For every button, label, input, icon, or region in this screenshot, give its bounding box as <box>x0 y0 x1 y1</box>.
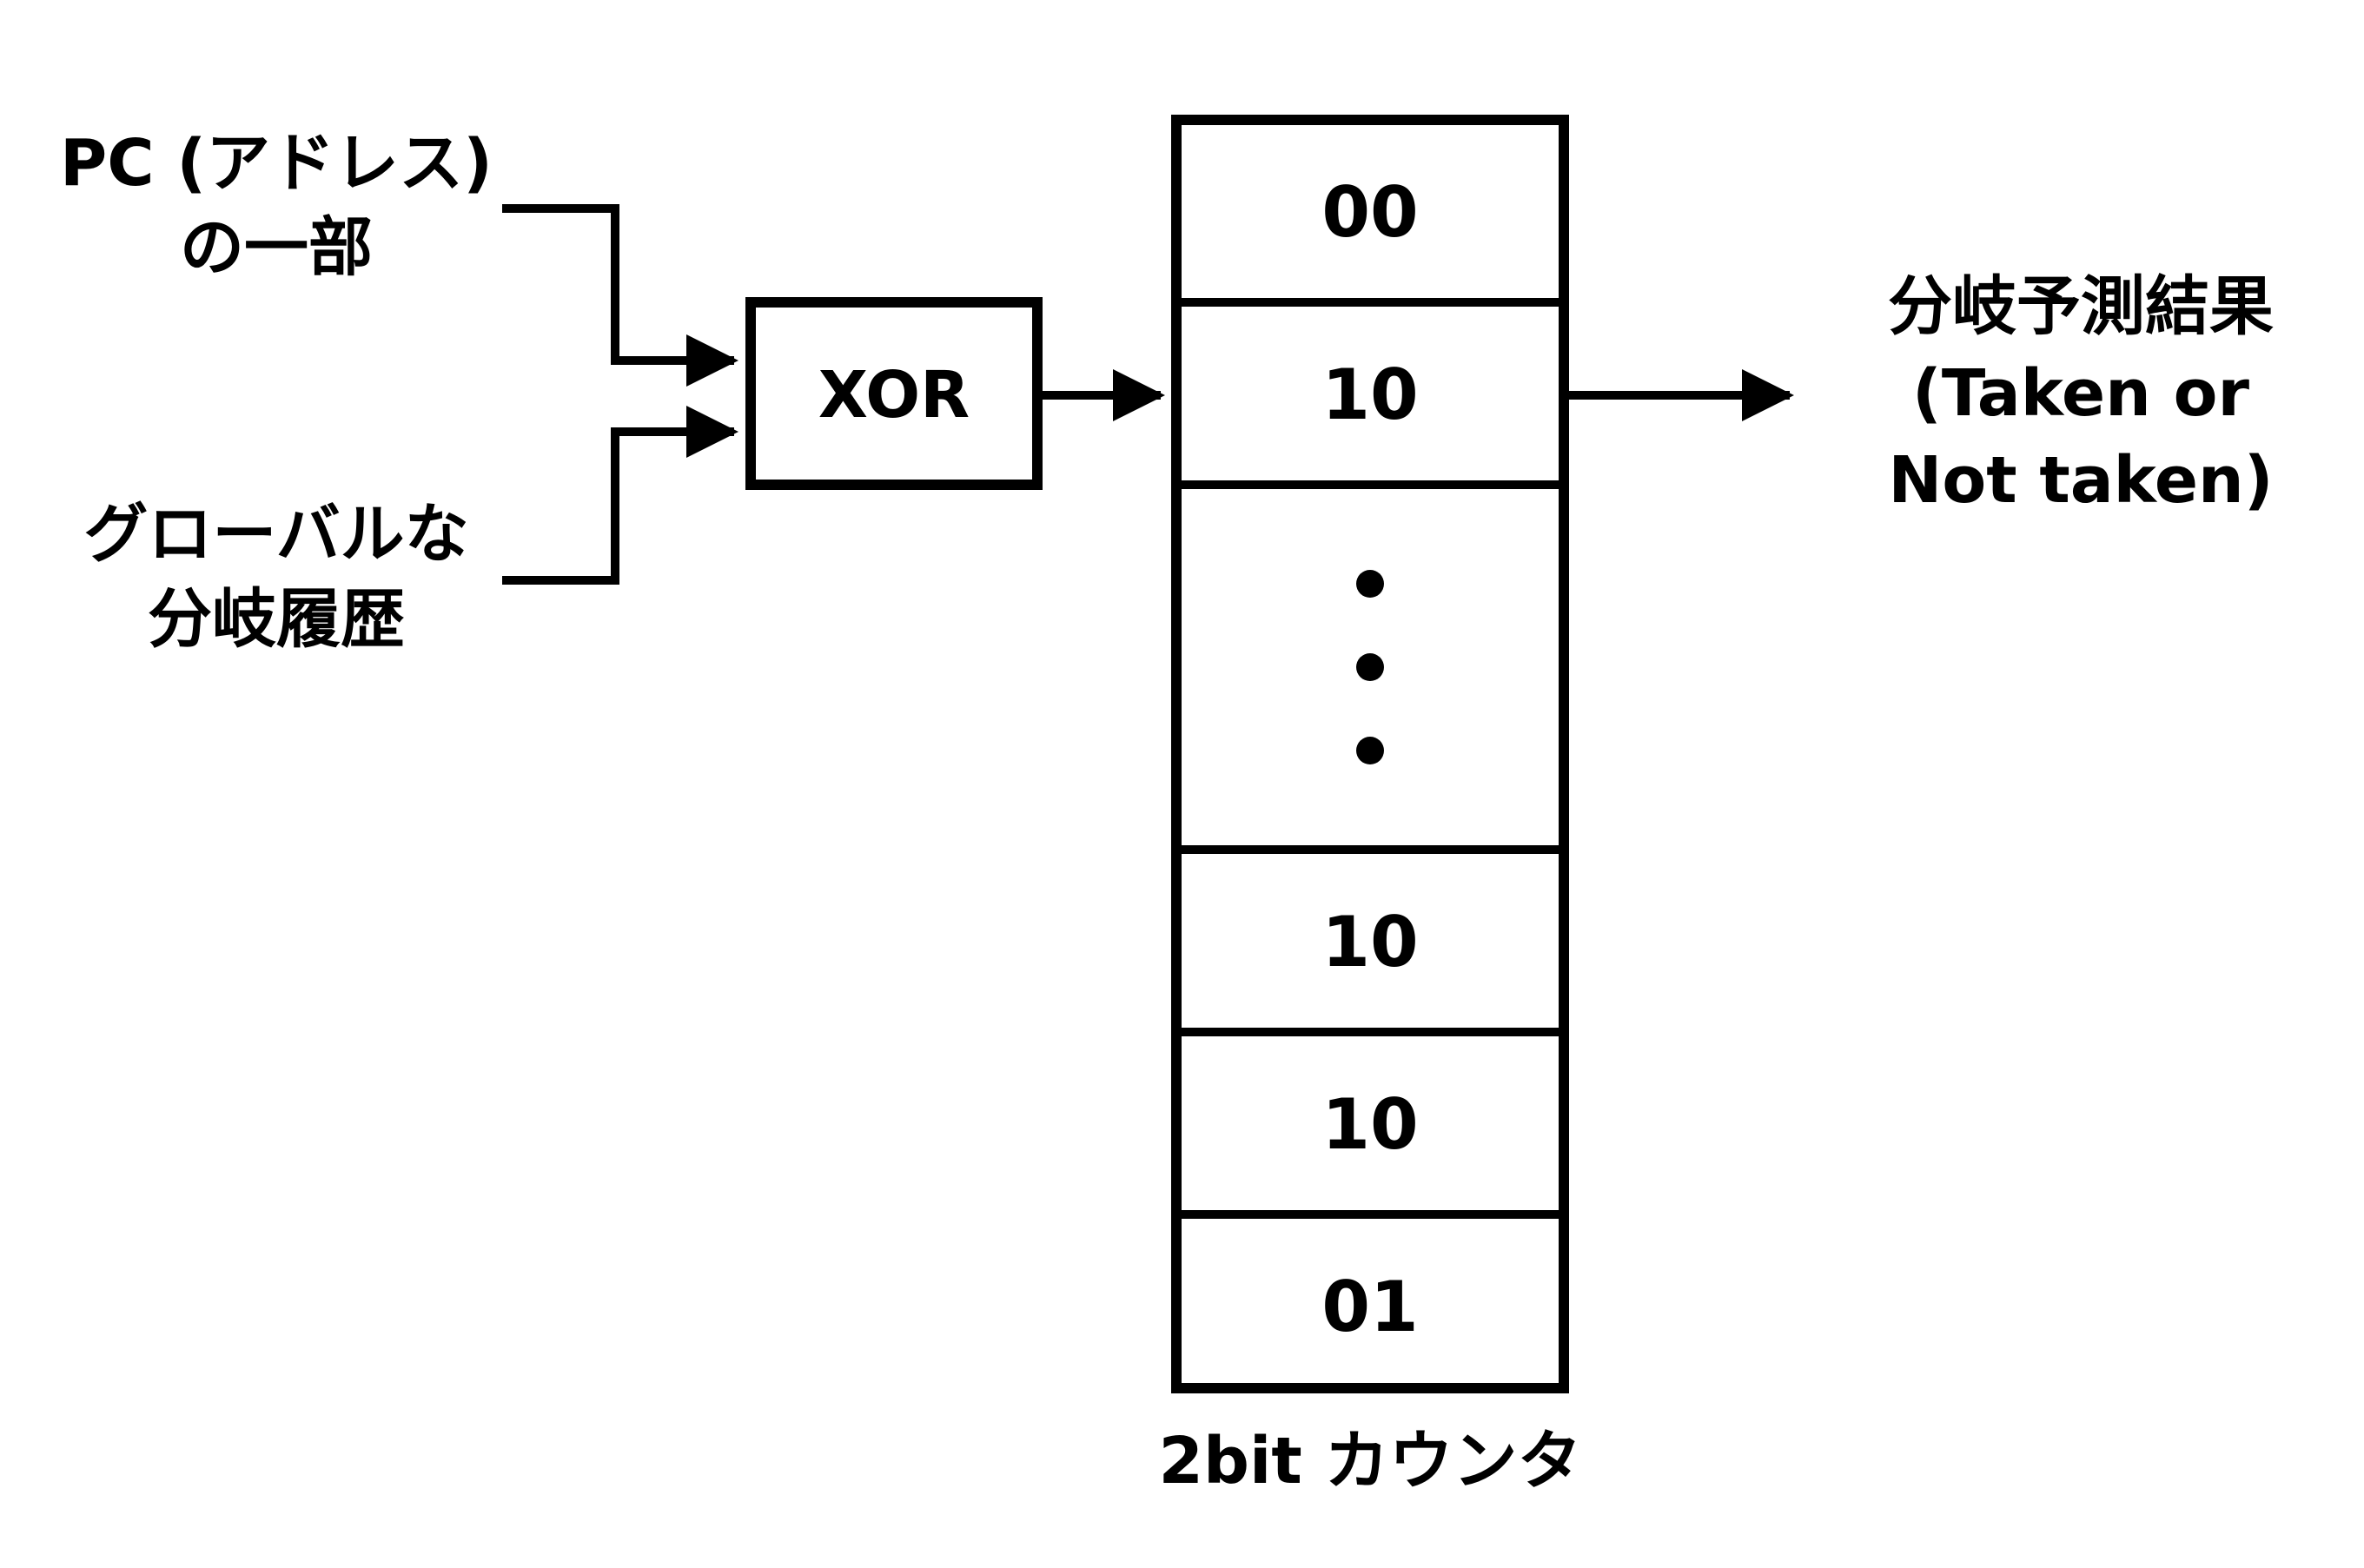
counter-cell-value: 10 <box>1321 1084 1418 1165</box>
ellipsis-dot <box>1356 737 1384 764</box>
ellipsis-dot <box>1356 653 1384 681</box>
history-label-line2: 分岐履歴 <box>148 582 405 657</box>
output-label-line3: Not taken) <box>1888 443 2273 518</box>
counter-cell-value: 00 <box>1321 172 1418 253</box>
pc-to-xor-arrow <box>502 204 738 387</box>
history-label-line1: グローバルな <box>83 497 468 572</box>
xor-box <box>745 297 1043 490</box>
pc-label-line1: PC (アドレス) <box>60 126 493 201</box>
xor-label: XOR <box>818 358 970 433</box>
counter-cell-value: 10 <box>1321 354 1418 435</box>
pc-label-line2: の一部 <box>180 210 373 285</box>
vertical-ellipsis <box>1356 570 1384 764</box>
counter-cell-value: 01 <box>1321 1267 1418 1347</box>
counter-table-caption: 2bit カウンタ <box>1159 1424 1582 1499</box>
output-label-line2: (Taken or <box>1912 356 2249 431</box>
history-to-xor-arrow <box>502 406 738 585</box>
ellipsis-dot <box>1356 570 1384 598</box>
output-label-line1: 分岐予測結果 <box>1888 269 2274 344</box>
counter-cell-value: 10 <box>1321 902 1418 982</box>
